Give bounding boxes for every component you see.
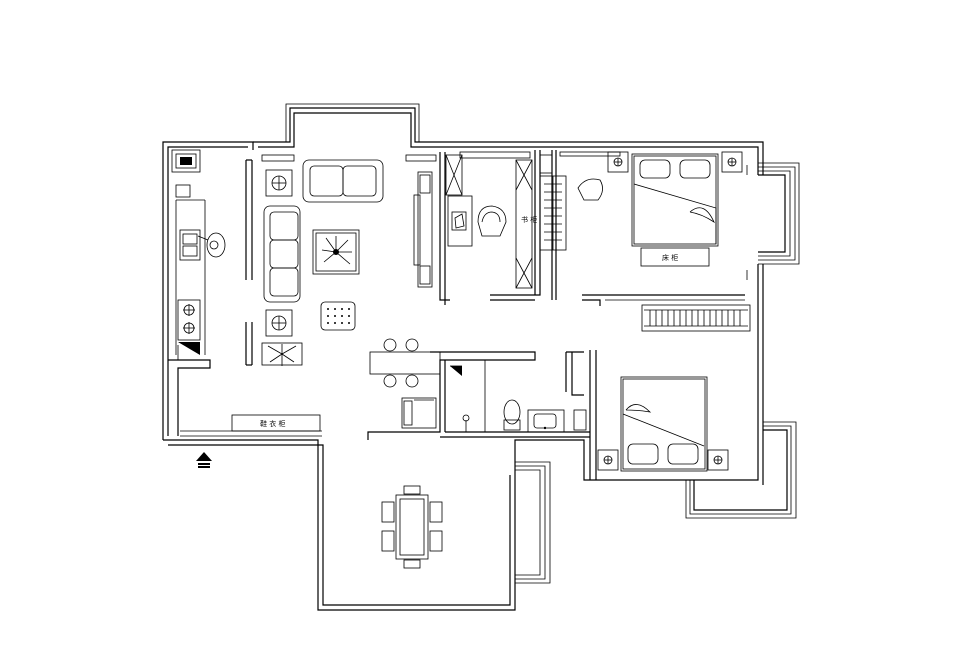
bookshelf: 书 柜 [515,159,537,289]
ottoman [320,301,356,331]
chair-bottom [403,559,421,569]
coffee-table [312,229,360,275]
plant-icon [261,342,303,366]
entrance-arrow-icon [196,452,212,468]
utility-cabinet [401,397,437,429]
wardrobe [641,304,751,332]
chair-right-1 [429,501,443,523]
bedroom-lower [597,376,729,472]
side-table-bottom [265,309,293,337]
chair-left-1 [381,501,395,523]
side-table-top [265,169,293,197]
stove [177,299,201,341]
tv-cabinet [413,171,433,288]
bedroom-upper: 床 柜 [539,151,748,280]
washbasin-right [527,409,565,433]
nightstand-right-lower [707,449,729,471]
chair-top [403,485,421,495]
nightstand-right-upper [721,151,743,173]
toilet [503,399,521,431]
chair-left-2 [381,530,395,552]
exterior-walls [162,103,800,611]
sofa [263,205,301,303]
living-room [261,159,433,366]
armchair [577,178,603,201]
bench: 床 柜 [640,247,710,267]
bookshelf-label: 书 柜 [521,215,537,224]
dining-set [381,485,443,569]
nightstand-left-upper [607,151,629,173]
interior-walls [168,150,745,480]
person-figure [197,232,226,258]
kitchen-sink [179,229,201,261]
flue-mark [178,342,200,355]
study-desk [447,195,473,247]
closet [539,175,567,251]
bathrooms [450,365,587,433]
shoe-cabinet: 鞋 衣 柜 [231,414,321,432]
shoe-rack [539,154,553,174]
bench-label: 床 柜 [662,253,678,262]
desk-chair [477,205,507,237]
fridge [171,149,201,173]
shoe-cabinet-label: 鞋 衣 柜 [260,419,285,428]
chair-right-2 [429,530,443,552]
shower-mark [450,366,462,376]
bed-upper [631,153,719,247]
cabinet-left [445,154,463,196]
kitchen [171,149,226,360]
loveseat [302,159,384,203]
washbasin-left [460,414,472,433]
breakfast-bar [369,338,441,388]
bed-lower [620,376,708,472]
study: 书 柜 [445,154,537,289]
microwave [175,184,191,198]
towel-rack [573,409,587,431]
nightstand-left-lower [597,449,619,471]
